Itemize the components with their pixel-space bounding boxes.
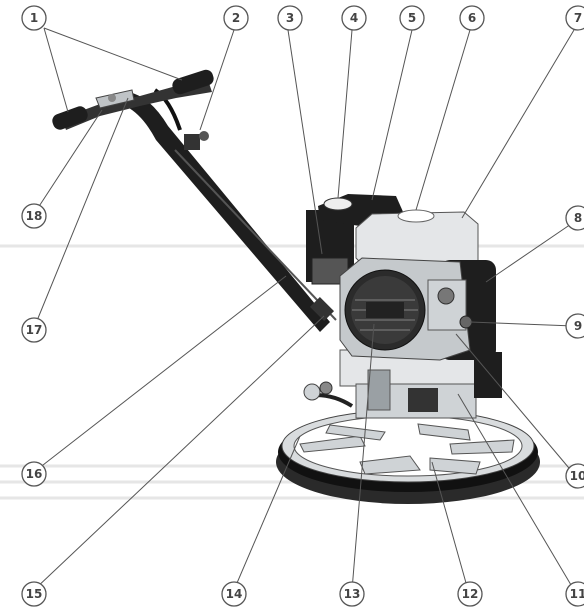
callout-13: 13 [339, 581, 365, 607]
svg-text:18: 18 [26, 209, 43, 223]
svg-text:12: 12 [462, 587, 479, 601]
engine [306, 194, 496, 361]
callouts: 1 2 3 4 5 6 7 8 9 10 11 12 13 14 15 16 1… [21, 5, 584, 607]
svg-text:3: 3 [286, 11, 294, 25]
callout-1: 1 [21, 5, 47, 31]
callout-16: 16 [21, 461, 47, 487]
trowel-ring [276, 409, 540, 504]
callout-10: 10 [565, 463, 584, 489]
callout-5: 5 [399, 5, 425, 31]
callout-11: 11 [565, 581, 584, 607]
callout-3: 3 [277, 5, 303, 31]
svg-text:10: 10 [570, 469, 584, 483]
callout-18: 18 [21, 203, 47, 229]
svg-text:15: 15 [26, 587, 43, 601]
svg-text:17: 17 [26, 323, 43, 337]
callout-7: 7 [565, 5, 584, 31]
callout-6: 6 [459, 5, 485, 31]
svg-text:16: 16 [26, 467, 43, 481]
svg-text:7: 7 [574, 11, 582, 25]
callout-15: 15 [21, 581, 47, 607]
svg-text:2: 2 [232, 11, 240, 25]
svg-text:5: 5 [408, 11, 416, 25]
callout-2: 2 [223, 5, 249, 31]
svg-text:11: 11 [570, 587, 584, 601]
callout-12: 12 [457, 581, 483, 607]
svg-text:1: 1 [30, 11, 38, 25]
svg-text:14: 14 [226, 587, 243, 601]
pitch-control [303, 381, 354, 408]
callout-14: 14 [221, 581, 247, 607]
callout-17: 17 [21, 317, 47, 343]
svg-text:13: 13 [344, 587, 361, 601]
callout-8: 8 [565, 205, 584, 231]
svg-text:4: 4 [350, 11, 358, 25]
callout-9: 9 [565, 313, 584, 339]
leader-lines [33, 27, 575, 591]
svg-text:6: 6 [468, 11, 476, 25]
handle [52, 69, 337, 332]
svg-text:8: 8 [574, 211, 582, 225]
callout-4: 4 [341, 5, 367, 31]
svg-text:9: 9 [574, 319, 582, 333]
